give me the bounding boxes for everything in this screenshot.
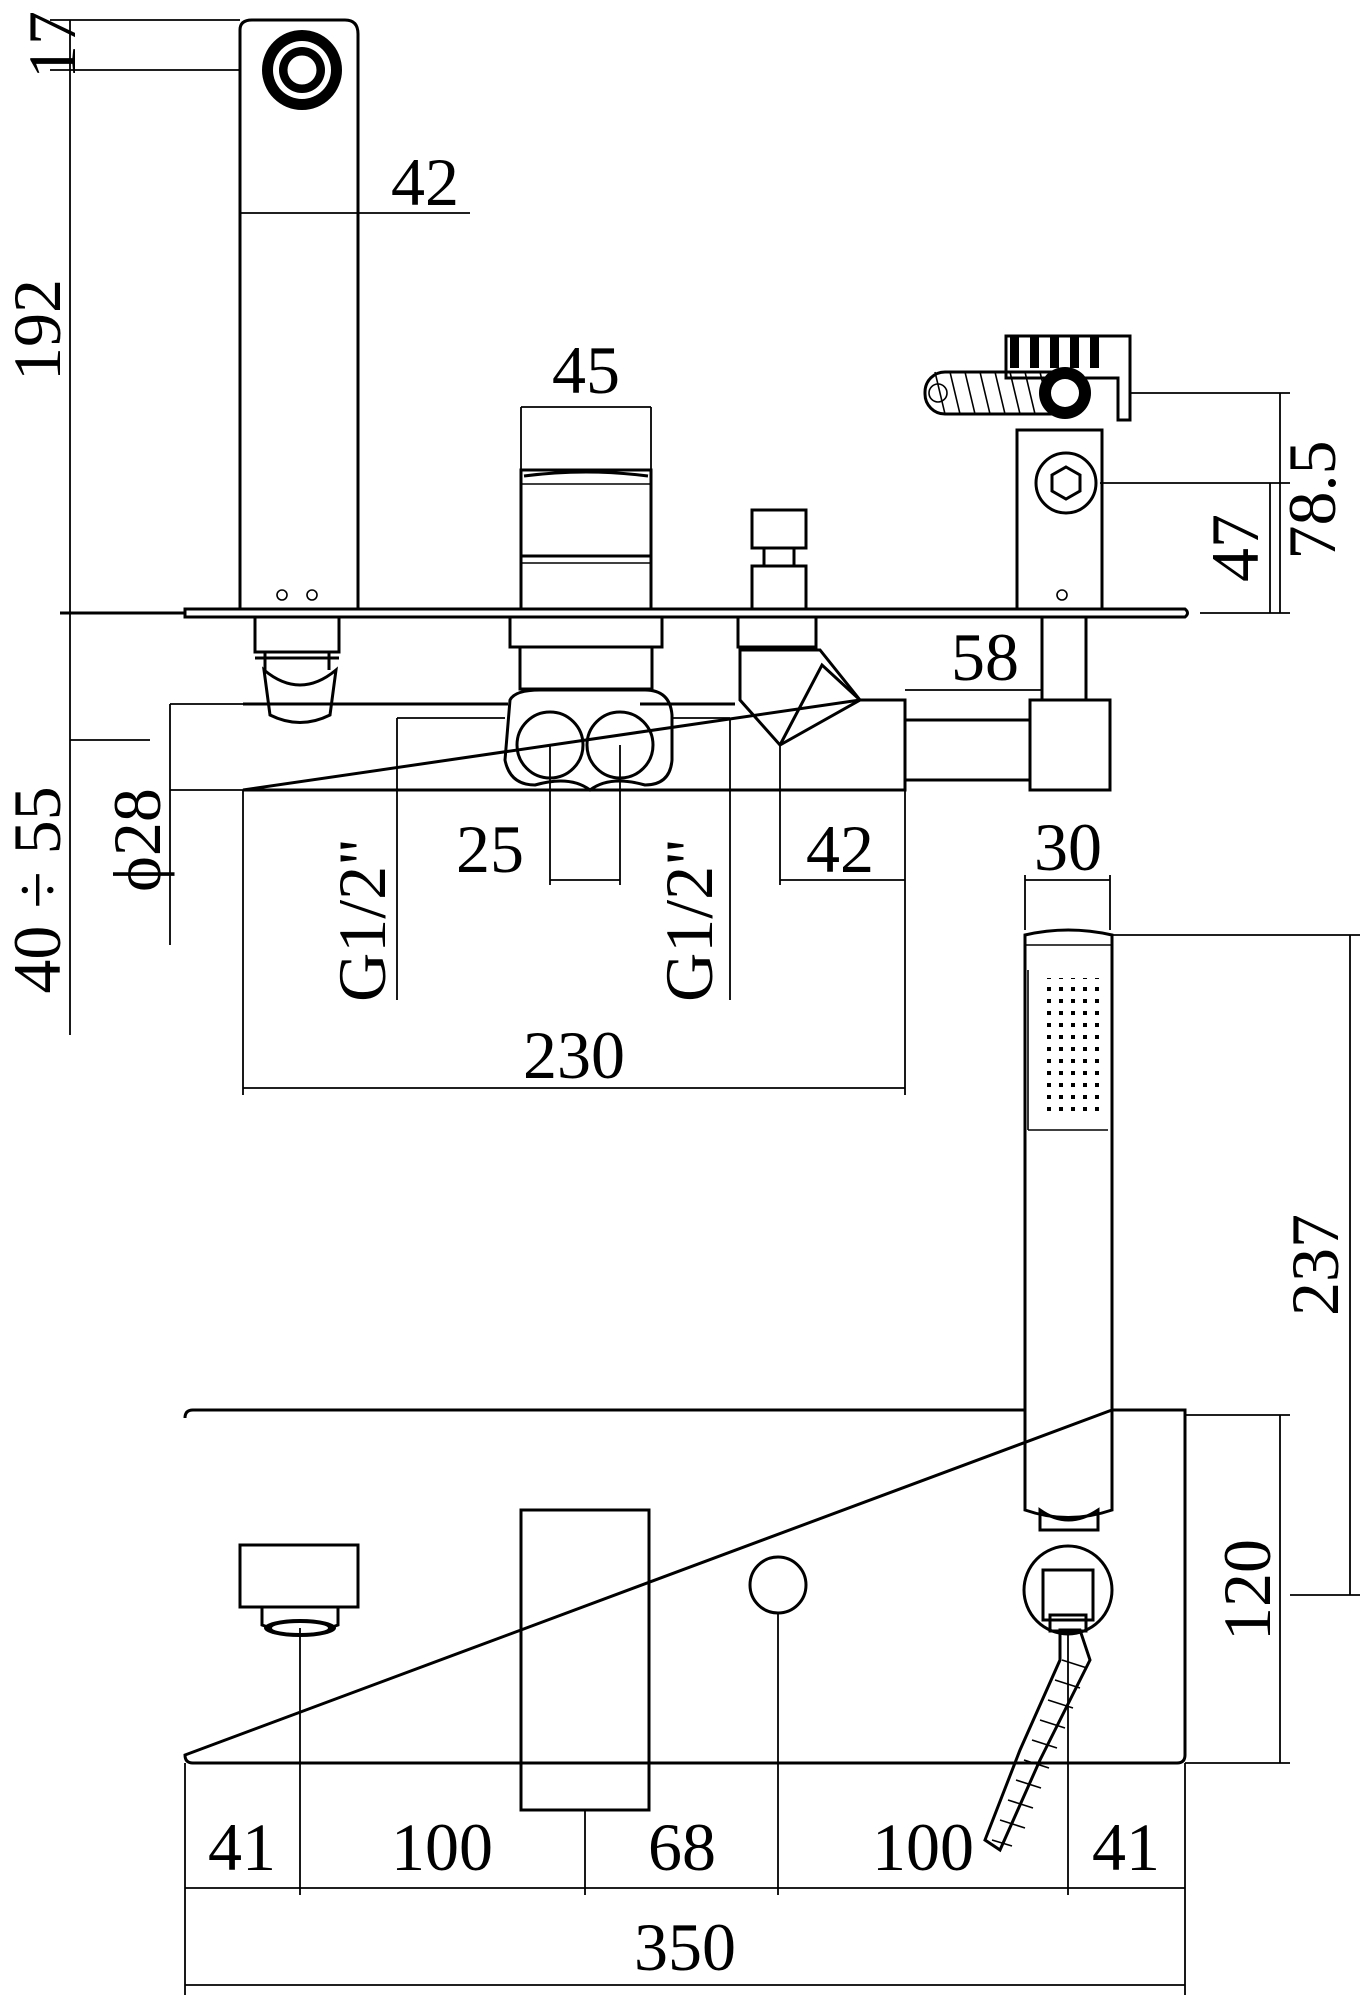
dim-label-17: 17 [14,11,90,79]
dim-mixer-width: 45 [520,332,652,470]
front-view: 30 [183,809,1360,1995]
dim-label-192: 192 [0,279,75,381]
dim-holder-height: 78.5 47 [1100,392,1350,614]
hose-thread [923,367,1091,419]
wall-plate [183,1408,1187,1765]
dim-label-230: 230 [523,1017,625,1093]
top-view: 17 192 42 45 78.5 47 58 [0,11,1350,1095]
dim-handshower-length: 237 [1112,934,1360,1596]
dim-label-100-right: 100 [872,1809,974,1885]
dim-label-120: 120 [1209,1539,1285,1641]
dim-label-d28: ϕ28 [99,788,175,892]
dim-wall-depth: 40 ÷ 55 [0,613,150,1035]
dim-label-45: 45 [552,332,620,408]
dim-label-42-body: 42 [806,811,874,887]
dim-label-40-55: 40 ÷ 55 [0,786,75,993]
dim-label-237: 237 [1277,1214,1353,1316]
dim-label-68: 68 [648,1809,716,1885]
spout [238,18,360,611]
dim-label-25: 25 [456,811,524,887]
spout-outlet [238,1543,360,1637]
dim-spout-width: 42 [240,144,470,220]
dim-label-g12-right: G1/2" [651,838,727,1002]
diverter-button [750,508,808,611]
dim-label-100-left: 100 [391,1809,493,1885]
wall-plate-top [183,607,1189,619]
dim-label-41-right: 41 [1092,1809,1160,1885]
valve-body [242,615,1112,792]
spray-face [1040,978,1100,1118]
diverter-knob [748,1555,808,1615]
dim-plate-height: 120 [1185,1414,1290,1764]
dim-label-41-left: 41 [208,1809,276,1885]
dim-label-58: 58 [951,619,1019,695]
dim-label-47: 47 [1197,514,1273,582]
dim-label-350: 350 [634,1909,736,1985]
mixer-lever [519,1508,651,1812]
dim-label-30: 30 [1034,809,1102,885]
handshower-holder [923,334,1132,611]
dim-outlet-offset: 58 [905,619,1042,695]
dim-front-chain: 41 100 68 100 41 350 [184,1613,1186,1995]
dim-spout-vertical: 17 192 [0,11,240,613]
dim-label-78-5: 78.5 [1274,441,1350,560]
dim-label-42-top: 42 [391,144,459,220]
dim-body-length: 230 [242,790,905,1095]
handshower: 30 [983,809,1114,1853]
dim-pipe-diameter: ϕ28 [99,703,243,945]
dim-label-g12-left: G1/2" [324,838,400,1002]
dim-inlets: G1/2" G1/2" 25 [324,717,731,1002]
dim-body-right: 42 [779,700,906,1095]
mixer-handle [519,468,653,611]
